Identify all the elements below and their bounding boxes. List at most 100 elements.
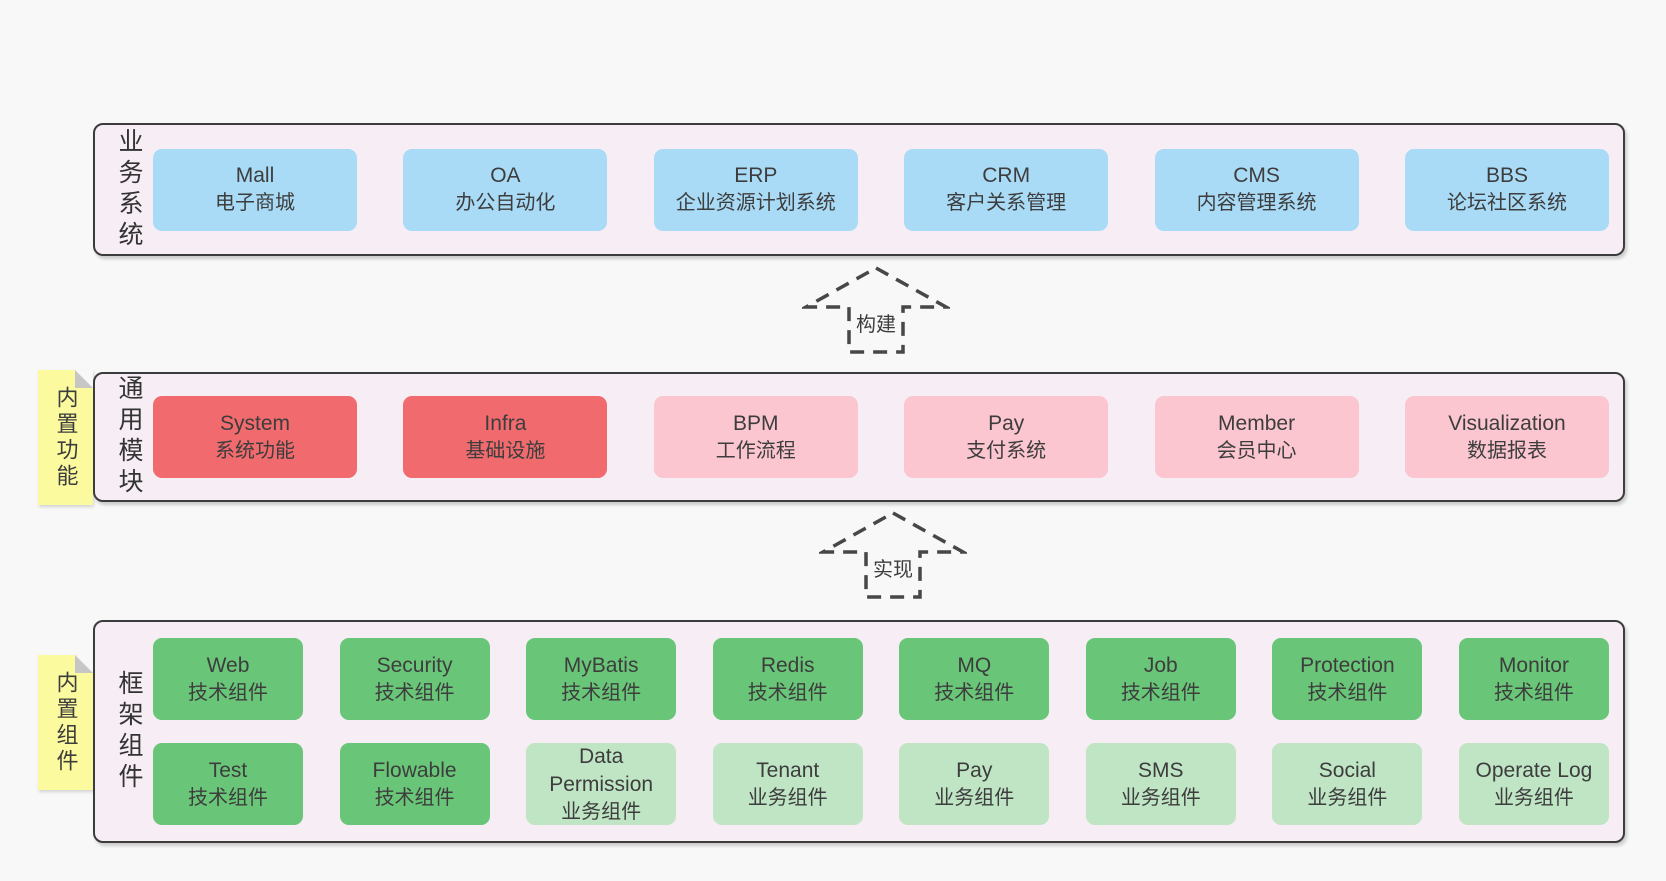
common-modules-row: System 系统功能 Infra 基础设施 BPM 工作流程 Pay 支付系统… xyxy=(153,396,1609,478)
card-title: CMS xyxy=(1233,164,1280,188)
framework-components-row-2: Test 技术组件 Flowable 技术组件 Data Permission … xyxy=(153,743,1609,825)
builtin-components-sticky-note: 内置组件 xyxy=(38,655,93,790)
folded-corner-icon xyxy=(75,370,93,388)
card-subtitle: 支付系统 xyxy=(966,439,1047,462)
card-subtitle: 业务组件 xyxy=(1307,786,1388,809)
card-test: Test 技术组件 xyxy=(153,743,303,825)
card-subtitle: 技术组件 xyxy=(188,681,268,704)
card-subtitle: 业务组件 xyxy=(747,786,828,809)
card-title: Web xyxy=(206,653,250,677)
card-title: Monitor xyxy=(1498,653,1569,677)
card-title: BPM xyxy=(733,411,779,435)
card-title: Member xyxy=(1218,411,1296,435)
card-subtitle: 技术组件 xyxy=(934,681,1015,704)
card-subtitle: 技术组件 xyxy=(561,681,642,704)
framework-components-row-1: Web 技术组件 Security 技术组件 MyBatis 技术组件 Redi… xyxy=(153,638,1609,720)
card-pay: Pay 支付系统 xyxy=(904,396,1109,478)
card-subtitle: 技术组件 xyxy=(1120,681,1201,704)
card-subtitle: 内容管理系统 xyxy=(1196,192,1317,215)
card-title: Pay xyxy=(988,411,1025,435)
card-redis: Redis 技术组件 xyxy=(712,638,863,720)
card-visualization: Visualization 数据报表 xyxy=(1404,396,1609,478)
card-subtitle: 电子商城 xyxy=(215,192,295,215)
business-systems-panel: 业务系统 Mall 电子商城 OA 办公自动化 ERP 企业资源计划系统 CRM… xyxy=(93,123,1625,256)
builtin-functions-sticky-note: 内置功能 xyxy=(38,370,93,505)
card-subtitle: 业务组件 xyxy=(1493,786,1574,809)
card-cms: CMS 内容管理系统 xyxy=(1154,148,1359,231)
dashed-up-arrow-icon xyxy=(819,510,967,599)
card-subtitle: 会员中心 xyxy=(1216,439,1297,462)
framework-components-panel: 框架组件 Web 技术组件 Security 技术组件 MyBatis 技术组件… xyxy=(93,620,1625,843)
implement-arrow: 实现 xyxy=(819,509,967,601)
card-bpm: BPM 工作流程 xyxy=(653,396,858,478)
card-subtitle: 业务组件 xyxy=(561,800,642,823)
card-subtitle: 论坛社区系统 xyxy=(1446,192,1567,215)
business-systems-side-label: 业务系统 xyxy=(115,127,143,252)
framework-components-side-label: 框架组件 xyxy=(115,669,143,794)
card-title: Job xyxy=(1143,653,1178,677)
card-subtitle: 业务组件 xyxy=(934,786,1015,809)
card-flowable: Flowable 技术组件 xyxy=(339,743,490,825)
business-systems-row: Mall 电子商城 OA 办公自动化 ERP 企业资源计划系统 CRM 客户关系… xyxy=(153,148,1609,231)
card-title: Infra xyxy=(484,411,527,435)
card-security: Security 技术组件 xyxy=(339,638,490,720)
card-pay-biz: Pay 业务组件 xyxy=(899,743,1050,825)
card-title: Operate Log xyxy=(1475,758,1593,782)
card-title: Data Permission xyxy=(549,745,654,796)
common-modules-row-area: System 系统功能 Infra 基础设施 BPM 工作流程 Pay 支付系统… xyxy=(153,374,1609,500)
sticky-note-label: 内置组件 xyxy=(53,670,79,775)
card-infra: Infra 基础设施 xyxy=(403,396,608,478)
card-subtitle: 技术组件 xyxy=(747,681,828,704)
card-protection: Protection 技术组件 xyxy=(1272,638,1423,720)
card-subtitle: 技术组件 xyxy=(374,681,455,704)
card-system: System 系统功能 xyxy=(153,396,357,478)
card-subtitle: 技术组件 xyxy=(1307,681,1388,704)
card-subtitle: 客户关系管理 xyxy=(946,192,1067,215)
card-tenant: Tenant 业务组件 xyxy=(712,743,863,825)
card-bbs: BBS 论坛社区系统 xyxy=(1404,148,1609,231)
card-erp: ERP 企业资源计划系统 xyxy=(653,148,858,231)
framework-components-row-area: Web 技术组件 Security 技术组件 MyBatis 技术组件 Redi… xyxy=(153,622,1609,841)
folded-corner-icon xyxy=(75,655,93,673)
common-modules-side-label: 通用模块 xyxy=(115,375,143,499)
card-subtitle: 工作流程 xyxy=(715,439,796,462)
card-web: Web 技术组件 xyxy=(153,638,303,720)
card-subtitle: 数据报表 xyxy=(1466,439,1547,462)
card-title: MQ xyxy=(957,653,992,677)
card-subtitle: 企业资源计划系统 xyxy=(675,192,836,215)
card-title: Visualization xyxy=(1448,411,1566,435)
card-title: MyBatis xyxy=(563,653,639,677)
card-title: Protection xyxy=(1300,653,1395,677)
card-title: Flowable xyxy=(372,758,457,782)
card-crm: CRM 客户关系管理 xyxy=(904,148,1109,231)
card-oa: OA 办公自动化 xyxy=(403,148,608,231)
sticky-note-label: 内置功能 xyxy=(53,385,79,490)
card-operate-log: Operate Log 业务组件 xyxy=(1458,743,1609,825)
card-subtitle: 业务组件 xyxy=(1120,786,1201,809)
card-title: Security xyxy=(376,653,453,677)
card-title: ERP xyxy=(734,164,778,188)
card-title: CRM xyxy=(982,164,1031,188)
card-member: Member 会员中心 xyxy=(1154,396,1359,478)
dashed-up-arrow-icon xyxy=(802,265,950,354)
build-arrow: 构建 xyxy=(802,264,950,356)
card-title: System xyxy=(219,411,290,435)
card-mall: Mall 电子商城 xyxy=(153,148,357,231)
card-subtitle: 技术组件 xyxy=(1493,681,1574,704)
card-monitor: Monitor 技术组件 xyxy=(1458,638,1609,720)
card-title: Redis xyxy=(760,653,815,677)
card-title: BBS xyxy=(1485,164,1528,188)
card-subtitle: 基础设施 xyxy=(465,439,546,462)
card-social: Social 业务组件 xyxy=(1272,743,1423,825)
business-systems-row-area: Mall 电子商城 OA 办公自动化 ERP 企业资源计划系统 CRM 客户关系… xyxy=(153,125,1609,254)
card-mybatis: MyBatis 技术组件 xyxy=(526,638,677,720)
card-subtitle: 办公自动化 xyxy=(455,192,556,215)
card-subtitle: 技术组件 xyxy=(374,786,455,809)
common-modules-panel: 通用模块 System 系统功能 Infra 基础设施 BPM 工作流程 Pay… xyxy=(93,372,1625,502)
card-title: SMS xyxy=(1138,758,1184,782)
card-title: Test xyxy=(208,758,248,782)
card-mq: MQ 技术组件 xyxy=(899,638,1050,720)
card-subtitle: 系统功能 xyxy=(215,439,295,462)
card-sms: SMS 业务组件 xyxy=(1085,743,1236,825)
implement-arrow-label: 实现 xyxy=(870,553,916,582)
